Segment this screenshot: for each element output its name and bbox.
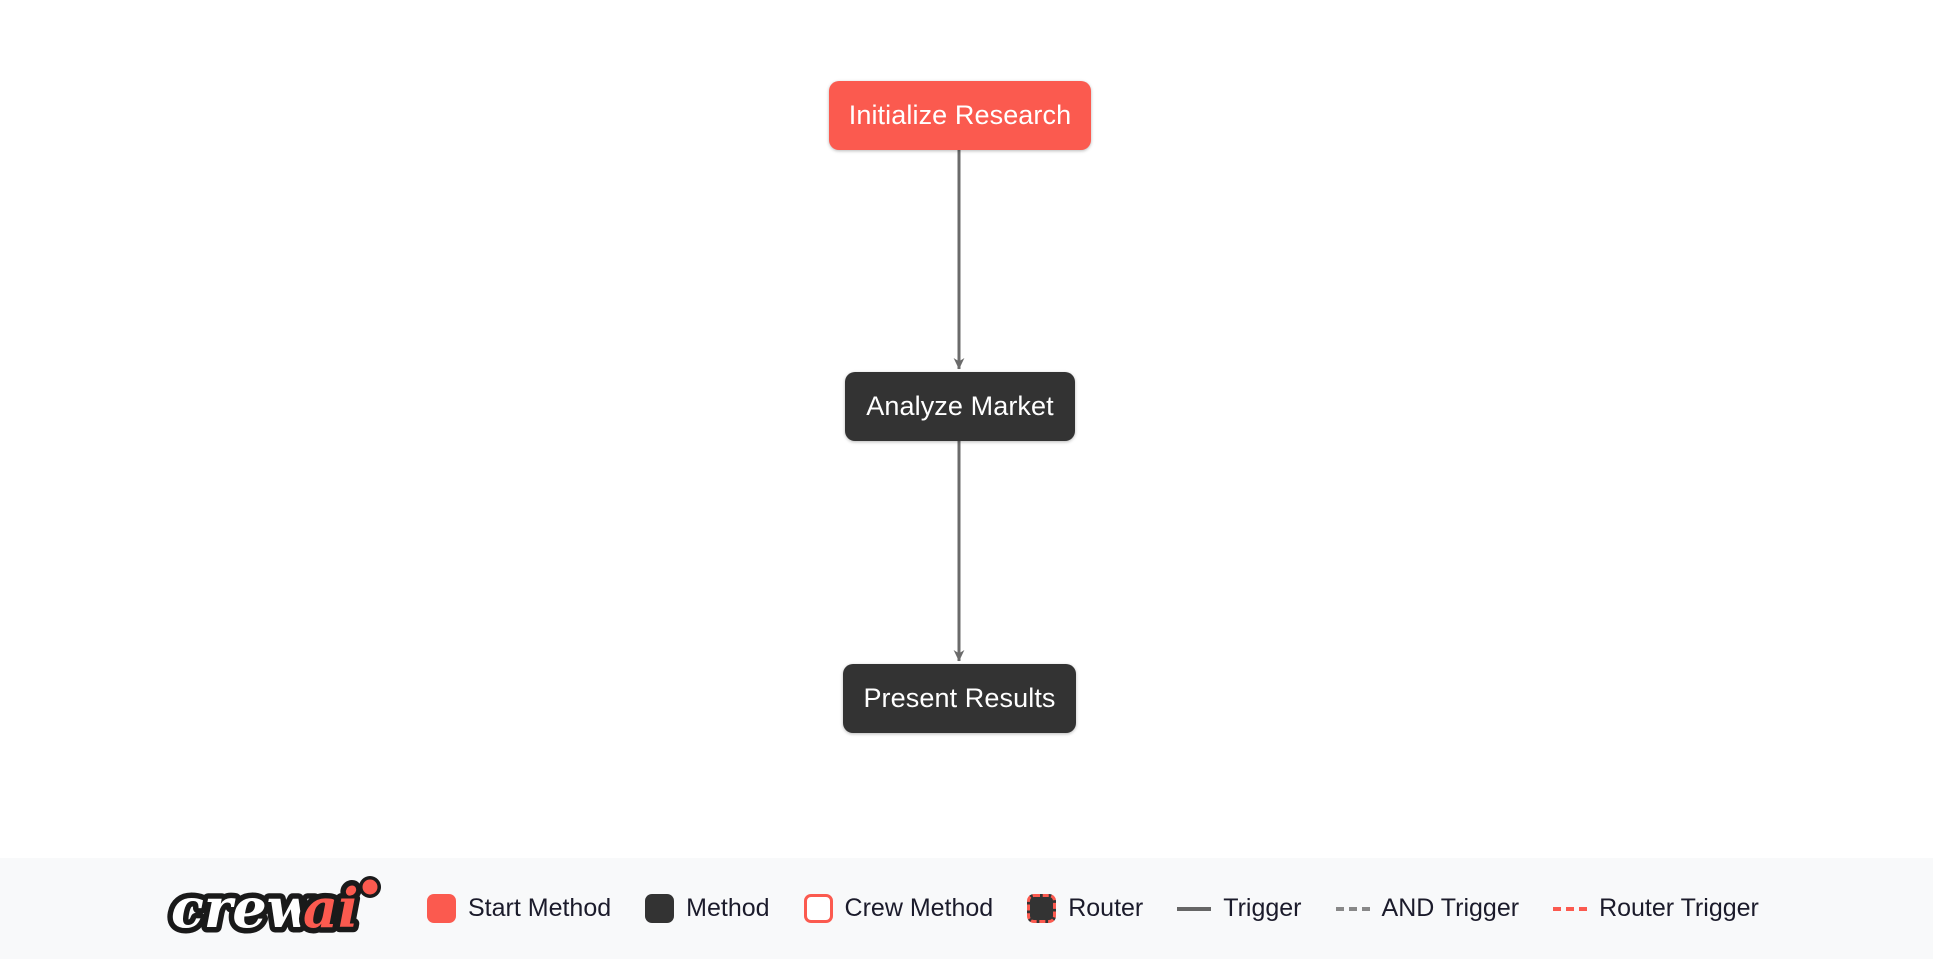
legend-item-method: Method (645, 894, 770, 923)
legend-label: Router (1068, 894, 1144, 922)
legend-label: Method (686, 894, 770, 922)
flow-node-initialize-research[interactable]: Initialize Research (829, 81, 1091, 150)
legend-bar: crew crew ai ai Start Method Method Crew… (0, 858, 1933, 959)
flow-node-label: Present Results (863, 683, 1056, 713)
legend-label: Crew Method (844, 894, 994, 922)
svg-text:ai: ai (303, 876, 359, 940)
legend-item-router: Router (1027, 894, 1143, 923)
svg-text:ai: ai (303, 876, 359, 940)
legend-item-trigger: Trigger (1177, 894, 1302, 922)
flow-node-label: Analyze Market (866, 391, 1054, 421)
legend-item-router-trigger: Router Trigger (1553, 896, 1759, 921)
crew-method-swatch-icon (803, 894, 833, 923)
legend-item-crew-method: Crew Method (803, 894, 994, 923)
method-swatch-icon (645, 894, 675, 923)
start-method-swatch-icon (427, 894, 456, 923)
legend-label: AND Trigger (1381, 894, 1520, 922)
svg-text:crew: crew (171, 876, 316, 940)
legend-label: Trigger (1223, 894, 1302, 922)
legend-item-start-method: Start Method (427, 894, 611, 923)
crewai-logo-dot (359, 875, 381, 898)
flow-node-present-results[interactable]: Present Results (843, 664, 1076, 733)
crewai-logo: crew crew ai ai (166, 871, 381, 945)
svg-text:crew: crew (171, 876, 316, 940)
legend-label: Start Method (468, 894, 612, 922)
router-trigger-line-icon (1553, 906, 1588, 911)
flow-node-label: Initialize Research (848, 100, 1072, 130)
trigger-line-icon (1177, 906, 1212, 911)
router-swatch-icon (1027, 894, 1057, 923)
flow-canvas[interactable]: Initialize Research Analyze Market Prese… (0, 0, 1933, 858)
legend-label: Router Trigger (1599, 894, 1759, 922)
flow-node-analyze-market[interactable]: Analyze Market (845, 372, 1075, 441)
legend-item-and-trigger: AND Trigger (1335, 894, 1520, 922)
and-trigger-line-icon (1335, 906, 1370, 911)
